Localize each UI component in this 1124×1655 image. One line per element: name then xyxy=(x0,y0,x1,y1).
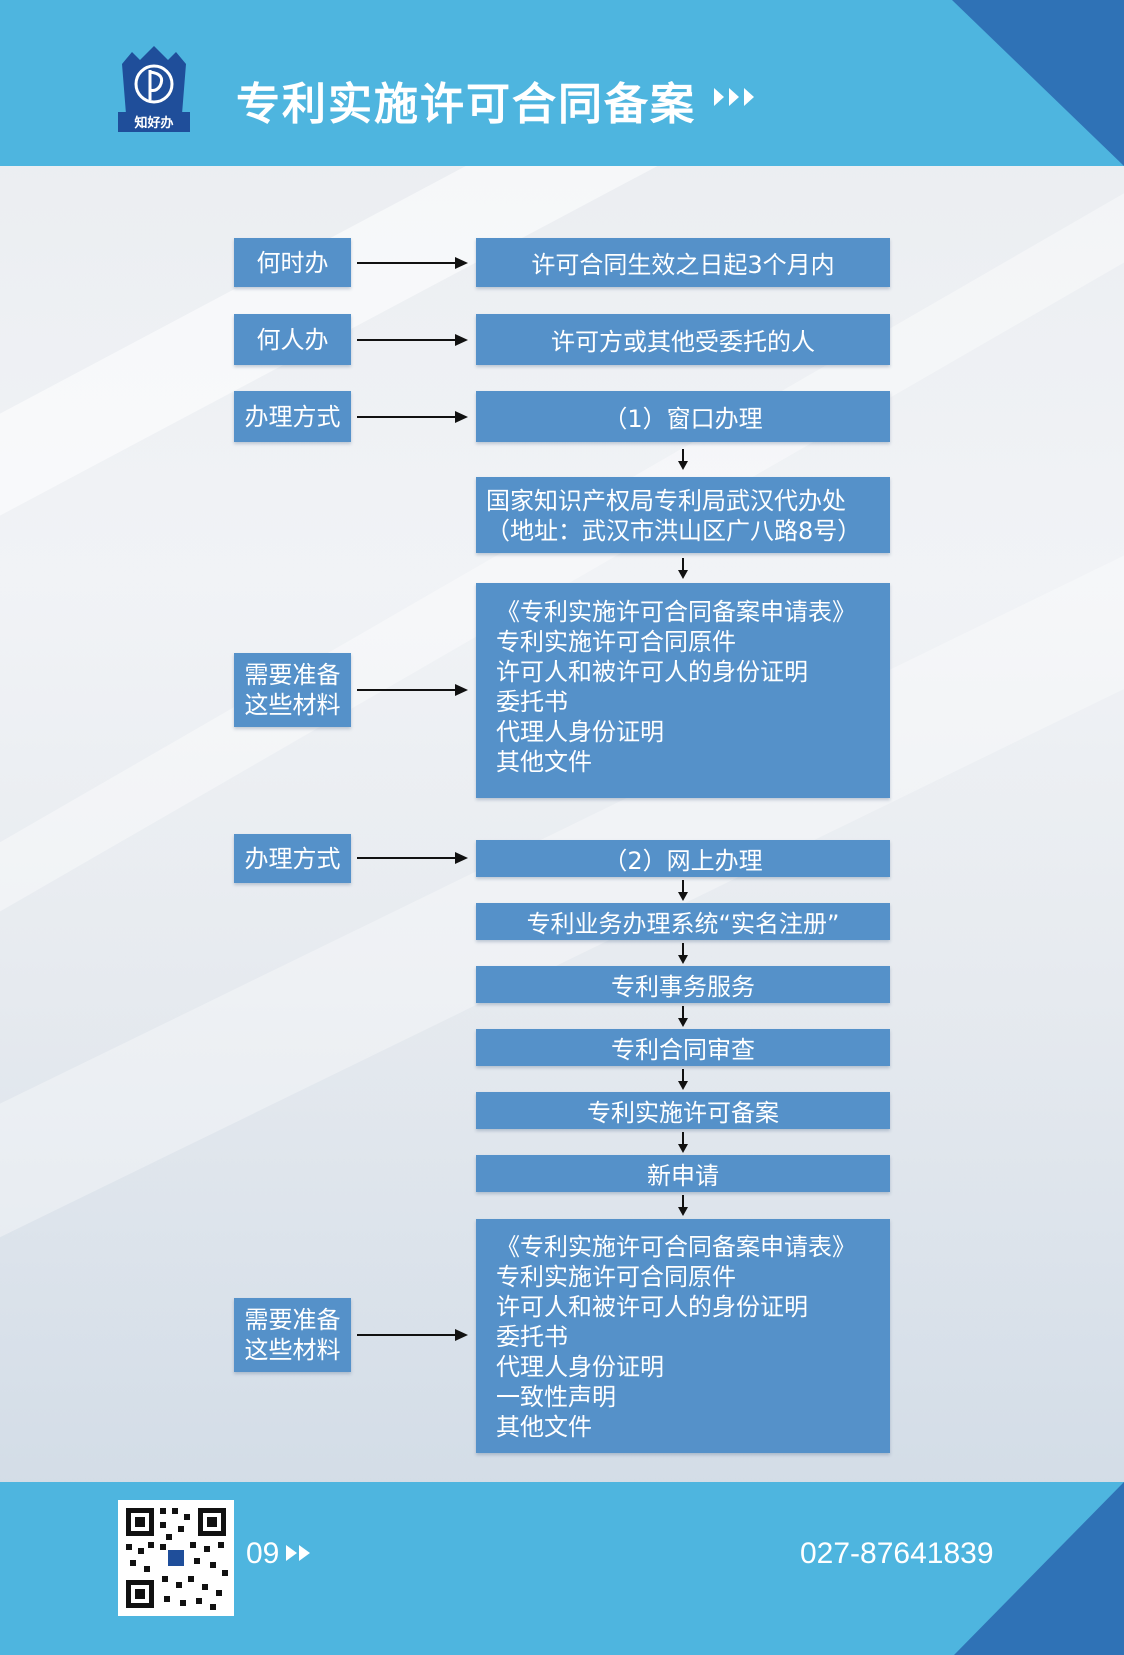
logo-text: 知好办 xyxy=(134,115,173,131)
method-label-2: 办理方式 xyxy=(234,834,351,883)
materials-label-2: 需要准备 这些材料 xyxy=(234,1298,351,1372)
when-label: 何时办 xyxy=(234,238,351,287)
when-value-box: 许可合同生效之日起3个月内 xyxy=(476,238,890,287)
down-arrow-icon xyxy=(678,449,688,470)
who-value-box: 许可方或其他受委托的人 xyxy=(476,314,890,365)
materials-label-line: 需要准备 xyxy=(244,661,341,689)
method-label-1: 办理方式 xyxy=(234,391,351,442)
materials-label-1: 需要准备 这些材料 xyxy=(234,653,351,727)
who-label: 何人办 xyxy=(234,314,351,365)
right-arrow-icon xyxy=(357,1329,468,1341)
page-title: 专利实施许可合同备案 xyxy=(236,79,696,130)
right-arrow-icon xyxy=(357,411,468,423)
materials-list-1: 《专利实施许可合同备案申请表》 专利实施许可合同原件 许可人和被许可人的身份证明… xyxy=(476,583,890,798)
list-item: 许可人和被许可人的身份证明 xyxy=(496,658,808,686)
list-item: 许可人和被许可人的身份证明 xyxy=(496,1293,808,1321)
footer-banner: 09 027-87641839 xyxy=(0,1482,1124,1655)
down-arrow-icon xyxy=(678,1069,688,1090)
office-address-box: 国家知识产权局专利局武汉代办处 （地址：武汉市洪山区广八路8号） xyxy=(476,477,890,553)
list-item: 委托书 xyxy=(496,1323,568,1351)
list-item: 其他文件 xyxy=(496,748,592,776)
down-arrow-icon xyxy=(678,558,688,579)
step-box: 专利事务服务 xyxy=(476,966,890,1003)
qr-code-icon xyxy=(118,1500,234,1616)
logo-icon: 知好办 xyxy=(118,46,190,132)
down-arrow-icon xyxy=(678,1006,688,1027)
header-banner: 知好办 专利实施许可合同备案 xyxy=(0,0,1124,166)
materials-list-2: 《专利实施许可合同备案申请表》 专利实施许可合同原件 许可人和被许可人的身份证明… xyxy=(476,1219,890,1453)
method-value-box-1: （1）窗口办理 xyxy=(476,391,890,442)
triple-chevron-icon xyxy=(714,88,754,106)
step-box: 专利合同审查 xyxy=(476,1029,890,1066)
phone-number: 027-87641839 xyxy=(800,1537,994,1570)
down-arrow-icon xyxy=(678,1195,688,1216)
list-item: 委托书 xyxy=(496,688,568,716)
list-item: 专利实施许可合同原件 xyxy=(496,628,736,656)
footer-corner-decoration xyxy=(954,1482,1124,1655)
list-item: 代理人身份证明 xyxy=(496,718,664,746)
list-item: 《专利实施许可合同备案申请表》 xyxy=(496,1233,856,1261)
list-item: 代理人身份证明 xyxy=(496,1353,664,1381)
right-arrow-icon xyxy=(357,852,468,864)
step-box: 专利业务办理系统“实名注册” xyxy=(476,903,890,940)
step-box: 专利实施许可备案 xyxy=(476,1092,890,1129)
list-item: 《专利实施许可合同备案申请表》 xyxy=(496,598,856,626)
materials-label-line: 需要准备 xyxy=(244,1306,341,1334)
down-arrow-icon xyxy=(678,943,688,964)
materials-label-line: 这些材料 xyxy=(244,1336,341,1364)
down-arrow-icon xyxy=(678,880,688,901)
list-item: 其他文件 xyxy=(496,1413,592,1441)
method-value-box-2: （2）网上办理 xyxy=(476,840,890,877)
office-address: （地址：武汉市洪山区广八路8号） xyxy=(486,517,862,545)
list-item: 一致性声明 xyxy=(496,1383,616,1411)
right-arrow-icon xyxy=(357,334,468,346)
page-number: 09 xyxy=(246,1537,280,1570)
step-box: 新申请 xyxy=(476,1155,890,1192)
double-chevron-icon xyxy=(286,1545,310,1561)
down-arrow-icon xyxy=(678,1132,688,1153)
right-arrow-icon xyxy=(357,257,468,269)
materials-label-line: 这些材料 xyxy=(244,691,341,719)
header-corner-decoration xyxy=(952,0,1124,166)
right-arrow-icon xyxy=(357,684,468,696)
office-name: 国家知识产权局专利局武汉代办处 xyxy=(486,487,846,515)
list-item: 专利实施许可合同原件 xyxy=(496,1263,736,1291)
